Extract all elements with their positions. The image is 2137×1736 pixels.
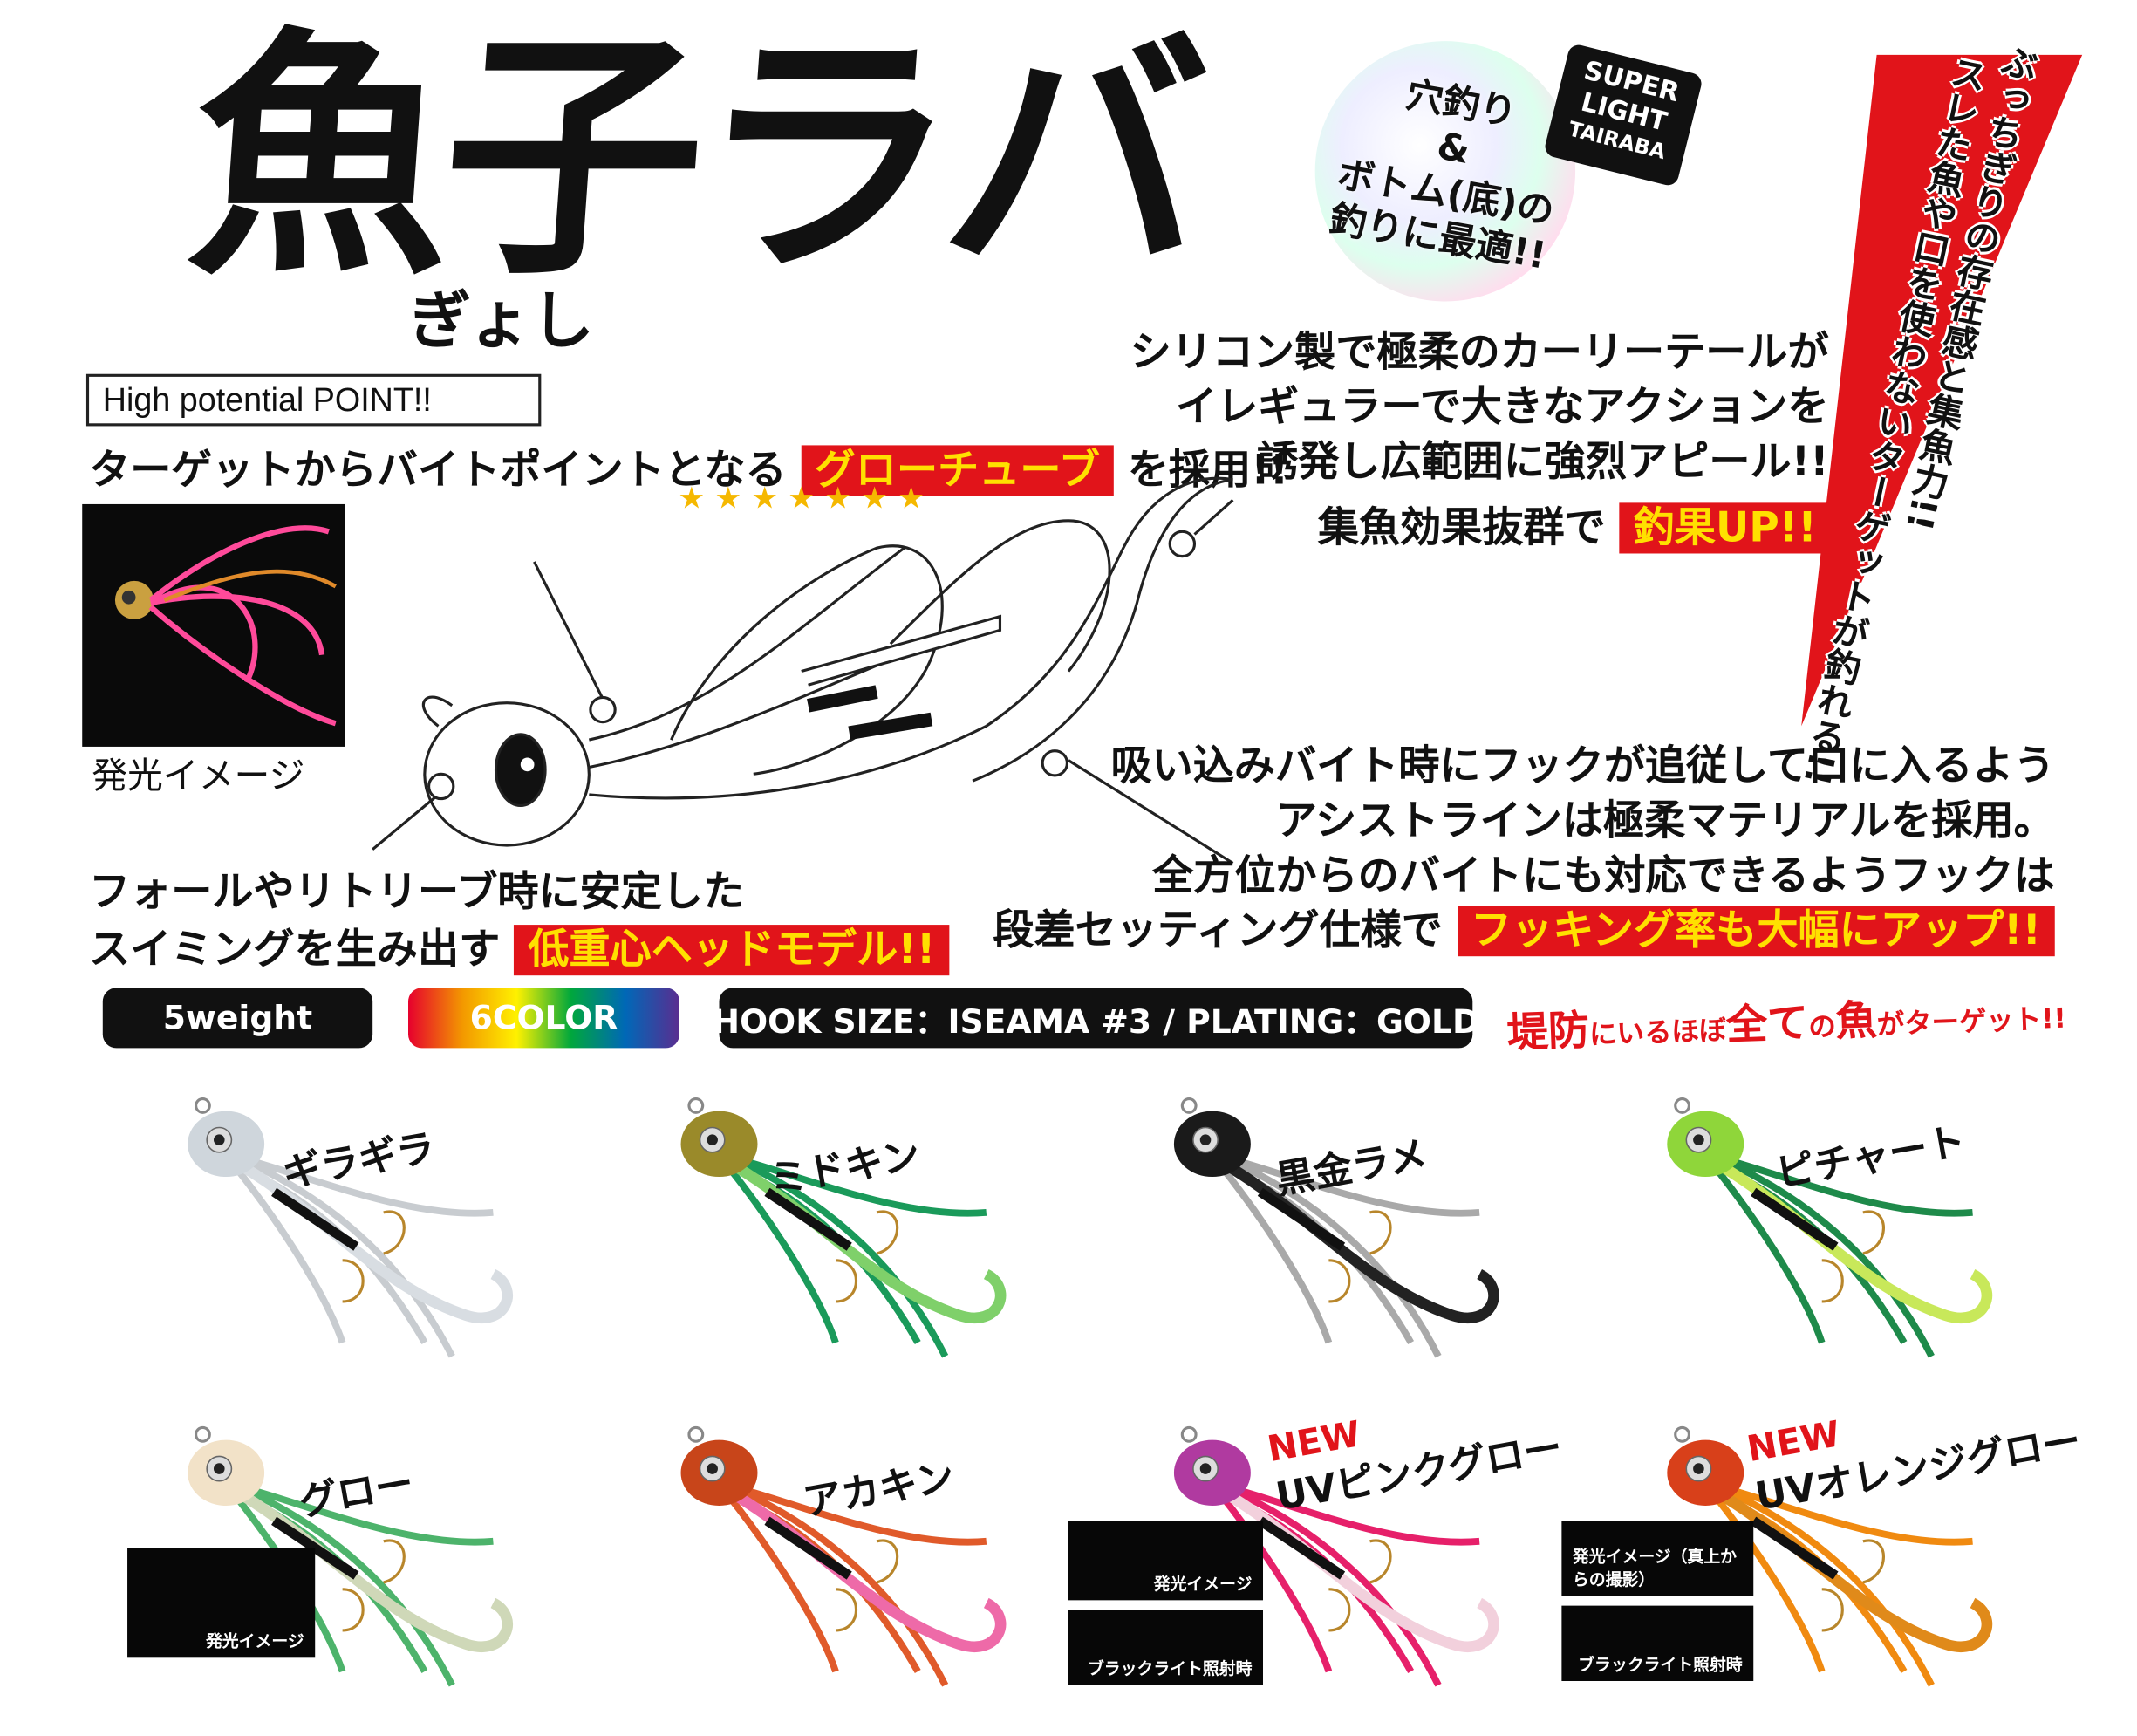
- star-icons: ★ ★ ★ ★ ★ ★ ★: [678, 482, 925, 517]
- product-item: [1164, 1411, 1520, 1719]
- text: ターゲットからバイトポイントとなる: [89, 446, 787, 495]
- product-item: [178, 1411, 534, 1719]
- hook-description: 吸い込みバイト時にフックが追従して口に入るよう アシストラインは極柔マテリアルを…: [993, 740, 2055, 960]
- head-line-1: フォールやリトリーブ時に安定した: [89, 868, 745, 917]
- inset-caption: 発光イメージ（真上からの撮影）: [1572, 1547, 1738, 1589]
- lure-image: [188, 1097, 513, 1358]
- lure-image: [1667, 1097, 1993, 1358]
- text: 段差セッティング仕様で: [993, 906, 1443, 955]
- usage-bubble: [1314, 41, 1576, 302]
- head-line-2: スイミングを生み出す 低重心ヘッドモデル!!: [89, 915, 950, 976]
- t: 全て: [1725, 999, 1810, 1050]
- lure-image: [680, 1425, 1007, 1687]
- product-item: [672, 1083, 1028, 1390]
- product-item: [1164, 1083, 1520, 1390]
- product-item: [1657, 1411, 2013, 1719]
- hook-size-badge: HOOK SIZE：ISEAMA #3 / PLATING：GOLD: [713, 988, 1479, 1049]
- lure-diagram: [372, 476, 1234, 865]
- product-item: [1657, 1083, 2013, 1390]
- inset-caption: ブラックライト照射時: [1578, 1655, 1743, 1675]
- t: の: [1807, 1009, 1837, 1043]
- glow-photo: [82, 503, 345, 747]
- glow-inset: 発光イメージ: [127, 1548, 316, 1658]
- target-slogan: 堤防にいるほぼ全ての魚がターゲット!!: [1506, 980, 2067, 1059]
- pink-glow-inset: 発光イメージ: [1068, 1521, 1264, 1601]
- highlight: 低重心ヘッドモデル!!: [514, 925, 950, 976]
- t: がターゲット!!: [1876, 1001, 2067, 1042]
- lure-image: [1173, 1097, 1499, 1358]
- product-item: [672, 1411, 1028, 1719]
- text: スイミングを生み出す: [89, 926, 501, 974]
- lure-image: [1173, 1425, 1499, 1687]
- lure-image: [1667, 1425, 1993, 1687]
- product-title: 魚子ラバ: [181, 3, 1209, 310]
- highlight: グローチューブ: [801, 445, 1114, 496]
- orange-uv-inset: ブラックライト照射時: [1561, 1605, 1754, 1682]
- lure-image: [680, 1097, 1007, 1358]
- tail-line: 誘発し広範囲に強烈アピール!!: [1257, 438, 1829, 487]
- inset-caption: 発光イメージ: [205, 1631, 304, 1651]
- point-label: High potential POINT!!: [85, 373, 542, 427]
- glow-photo-caption: 発光イメージ: [92, 755, 305, 798]
- tail-line: イレギュラーで大きなアクションを: [1175, 383, 1829, 432]
- tail-line: シリコン製で極柔のカーリーテールが: [1130, 328, 1829, 377]
- hook-last-line: 段差セッティング仕様で フッキング率も大幅にアップ!!: [993, 905, 2055, 960]
- orange-glow-inset: 発光イメージ（真上からの撮影）: [1561, 1521, 1754, 1596]
- title-ruby: ぎょし: [408, 284, 595, 358]
- text: 集魚効果抜群で: [1317, 503, 1606, 552]
- tail-last-line: 集魚効果抜群で 釣果UP!!: [1317, 493, 1831, 554]
- hook-line: 全方位からのバイトにも対応できるようフックは: [1152, 851, 2055, 900]
- lure-image: [188, 1425, 513, 1687]
- tail-description: シリコン製で極柔のカーリーテールが イレギュラーで大きなアクションを 誘発し広範…: [1130, 326, 1829, 490]
- product-item: [178, 1083, 534, 1390]
- hook-line: 吸い込みバイト時にフックが追従して口に入るよう: [1110, 742, 2055, 791]
- color-badge: 6COLOR: [408, 988, 679, 1049]
- weight-badge: 5weight: [102, 988, 373, 1049]
- t: にいるほぼ: [1588, 1013, 1727, 1051]
- t: 魚: [1834, 996, 1878, 1047]
- hook-line: アシストラインは極柔マテリアルを採用。: [1275, 797, 2055, 845]
- highlight: フッキング率も大幅にアップ!!: [1457, 906, 2055, 957]
- red-banner-shape: [1801, 54, 2083, 727]
- highlight: 釣果UP!!: [1620, 502, 1831, 554]
- inset-caption: 発光イメージ: [1153, 1574, 1253, 1594]
- inset-caption: ブラックライト照射時: [1087, 1658, 1253, 1678]
- glowing-lure-image: [114, 525, 337, 727]
- t: 堤防: [1505, 1007, 1591, 1058]
- pink-uv-inset: ブラックライト照射時: [1068, 1610, 1264, 1685]
- glow-tube-text: ターゲットからバイトポイントとなる グローチューブ を採用!!: [89, 435, 1288, 496]
